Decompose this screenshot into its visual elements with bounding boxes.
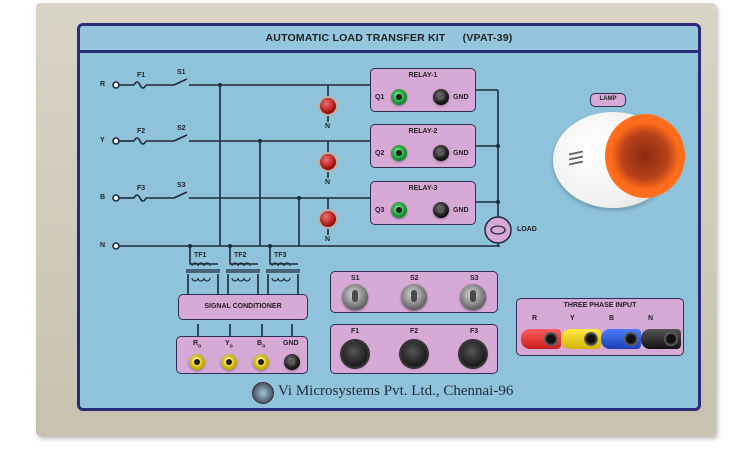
circuit-diagram xyxy=(112,78,512,336)
input-terminal-y[interactable] xyxy=(561,329,601,349)
fuse-label-f1: F1 xyxy=(137,72,146,79)
signal-conditioner-title: SIGNAL CONDITIONER xyxy=(204,303,282,310)
output-label-b-sub: o xyxy=(262,343,266,350)
relay-3-gnd-jack[interactable] xyxy=(433,202,449,218)
fuse-block-label-f1: F1 xyxy=(351,328,360,335)
input-terminal-r[interactable] xyxy=(521,329,561,349)
transformer-label-tf1: TF1 xyxy=(194,252,207,259)
led-neutral-label: N xyxy=(325,179,331,186)
toggle-switch-s2[interactable] xyxy=(401,284,427,310)
output-jack-b[interactable] xyxy=(253,354,269,370)
panel-title: AUTOMATIC LOAD TRANSFER KIT (VPAT-39) xyxy=(80,26,698,53)
fuse-block: F1 F2 F3 xyxy=(330,324,498,374)
terminal-label-b: B xyxy=(100,194,106,201)
relay-3-title: RELAY-3 xyxy=(408,185,438,192)
relay-2-gnd-jack[interactable] xyxy=(433,145,449,161)
output-label-r: Ro xyxy=(193,340,201,349)
lamp-holder xyxy=(553,110,693,210)
indicator-led-r xyxy=(318,96,338,116)
indicator-led-b xyxy=(318,209,338,229)
vent-slot xyxy=(568,160,584,166)
switch-block-label-s3: S3 xyxy=(470,275,479,282)
relay-1-gnd-jack[interactable] xyxy=(433,89,449,105)
load-label: LOAD xyxy=(517,226,537,233)
switch-block-label-s1: S1 xyxy=(351,275,360,282)
relay-1-title: RELAY-1 xyxy=(408,72,438,79)
input-label-y: Y xyxy=(570,315,575,322)
vent-slot xyxy=(568,155,584,161)
input-terminal-n[interactable] xyxy=(641,329,681,349)
relay-2-input-jack[interactable] xyxy=(391,145,407,161)
toggle-switch-s3[interactable] xyxy=(460,284,486,310)
three-phase-input-title: THREE PHASE INPUT xyxy=(563,302,637,309)
fuse-holder-f1[interactable] xyxy=(342,341,368,367)
panel-title-text: AUTOMATIC LOAD TRANSFER KIT xyxy=(265,32,446,44)
switch-block-label-s2: S2 xyxy=(410,275,419,282)
signal-conditioner-module: SIGNAL CONDITIONER xyxy=(178,294,308,320)
terminal-label-y: Y xyxy=(100,137,105,144)
switch-label-s2: S2 xyxy=(177,125,186,132)
lamp-socket[interactable] xyxy=(605,114,685,198)
relay-1-input-label: Q1 xyxy=(375,94,385,101)
relay-2-input-label: Q2 xyxy=(375,150,385,157)
output-label-gnd: GND xyxy=(283,340,299,347)
relay-2-module: RELAY-2 Q2 GND xyxy=(370,124,476,168)
lamp-label-box: LAMP xyxy=(590,93,626,107)
lamp-label: LAMP xyxy=(599,96,617,102)
fuse-holder-f3[interactable] xyxy=(460,341,486,367)
output-jack-y[interactable] xyxy=(221,354,237,370)
led-neutral-label: N xyxy=(325,123,331,130)
input-label-r: R xyxy=(532,315,538,322)
relay-3-input-jack[interactable] xyxy=(391,202,407,218)
toggle-switch-s1[interactable] xyxy=(342,284,368,310)
relay-1-input-jack[interactable] xyxy=(391,89,407,105)
switch-block: S1 S2 S3 xyxy=(330,271,498,313)
output-label-y-text: Y xyxy=(225,340,230,347)
output-label-y: Yo xyxy=(225,340,233,349)
panel-model: (VPAT-39) xyxy=(462,32,513,44)
fuse-block-label-f3: F3 xyxy=(470,328,479,335)
indicator-led-y xyxy=(318,152,338,172)
output-label-r-text: R xyxy=(193,340,199,347)
vent-slot xyxy=(568,150,584,156)
input-label-b: B xyxy=(609,315,615,322)
output-jack-gnd[interactable] xyxy=(284,354,300,370)
relay-3-module: RELAY-3 Q3 GND xyxy=(370,181,476,225)
output-label-b-text: B xyxy=(257,340,263,347)
transformer-label-tf3: TF3 xyxy=(274,252,287,259)
fuse-label-f3: F3 xyxy=(137,185,146,192)
relay-2-gnd-label: GND xyxy=(453,150,469,157)
fuse-label-f2: F2 xyxy=(137,128,146,135)
input-terminal-b[interactable] xyxy=(601,329,641,349)
relay-3-gnd-label: GND xyxy=(453,207,469,214)
output-jack-r[interactable] xyxy=(189,354,205,370)
manufacturer-name: Vi Microsystems Pvt. Ltd., Chennai-96 xyxy=(278,383,514,399)
fuse-block-label-f2: F2 xyxy=(410,328,419,335)
fuse-holder-f2[interactable] xyxy=(401,341,427,367)
relay-2-title: RELAY-2 xyxy=(408,128,438,135)
input-label-n: N xyxy=(648,315,654,322)
three-phase-input-module: THREE PHASE INPUT R Y B N xyxy=(516,298,684,356)
relay-3-input-label: Q3 xyxy=(375,207,385,214)
relay-1-module: RELAY-1 Q1 GND xyxy=(370,68,476,112)
relay-1-gnd-label: GND xyxy=(453,94,469,101)
output-label-b: Bo xyxy=(257,340,265,349)
transformer-label-tf2: TF2 xyxy=(234,252,247,259)
terminal-label-n: N xyxy=(100,242,106,249)
terminal-label-r: R xyxy=(100,81,106,88)
output-label-r-sub: o xyxy=(198,343,202,350)
switch-label-s1: S1 xyxy=(177,69,186,76)
company-logo xyxy=(252,382,274,404)
switch-label-s3: S3 xyxy=(177,182,186,189)
led-neutral-label: N xyxy=(325,236,331,243)
trainer-panel: AUTOMATIC LOAD TRANSFER KIT (VPAT-39) xyxy=(77,23,701,411)
output-label-y-sub: o xyxy=(229,343,233,350)
signal-output-module: Ro Yo Bo GND xyxy=(176,336,308,374)
